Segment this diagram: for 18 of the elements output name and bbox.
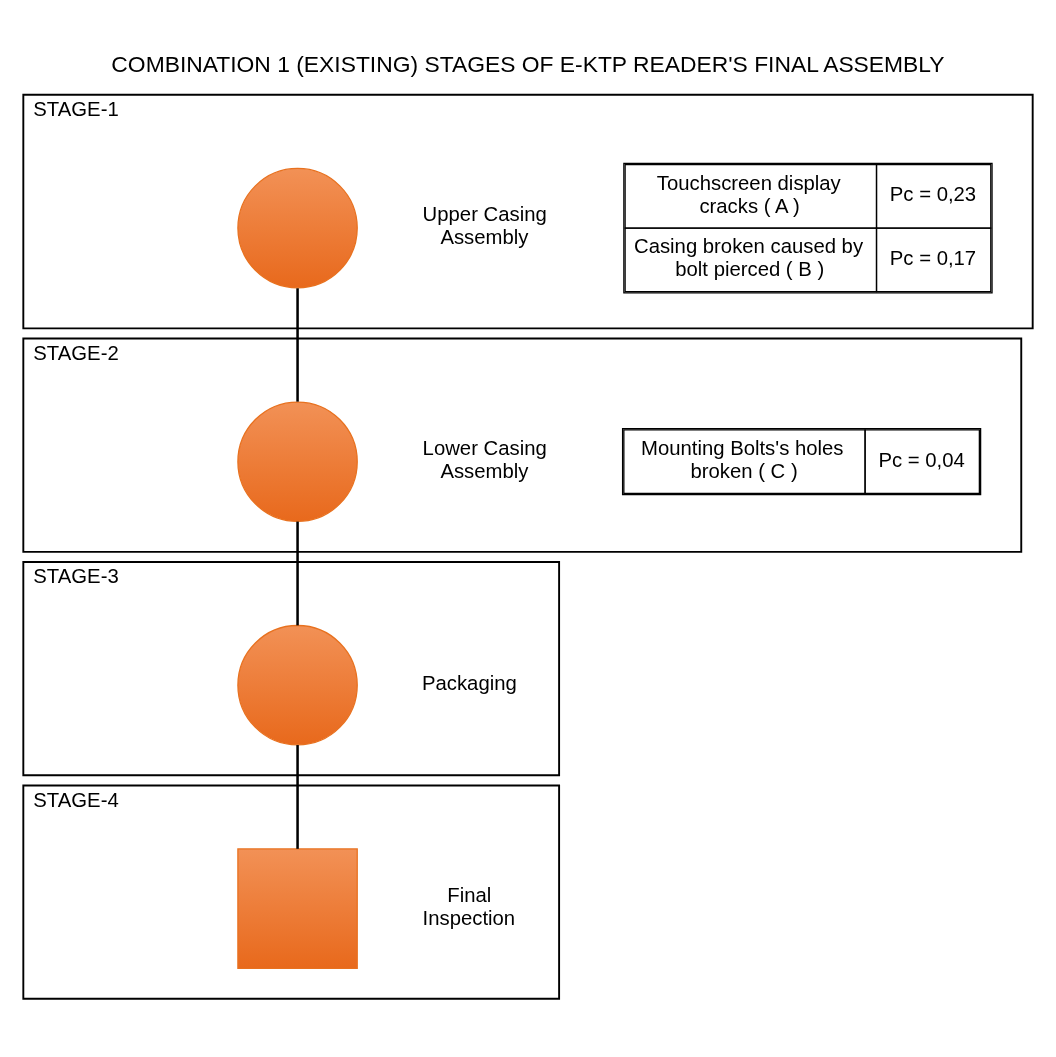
node-circle <box>237 624 358 745</box>
node-label: Lower Casing Assembly <box>422 436 547 482</box>
node-circle <box>237 167 358 288</box>
label: Touchscreen display cracks ( A ) <box>656 171 841 217</box>
node-label: Final Inspection <box>422 883 516 929</box>
label: Pc = 0,04 <box>878 448 965 471</box>
connector <box>296 287 299 402</box>
label: Pc = 0,23 <box>889 182 977 205</box>
node-label: Upper Casing Assembly <box>422 202 547 248</box>
label: Mounting Bolts's holes broken ( C ) <box>641 436 844 482</box>
label: Pc = 0,17 <box>889 246 977 269</box>
diagram-title: COMBINATION 1 (EXISTING) STAGES OF E-KTP READER'S FINAL ASSEMBLY <box>111 50 945 77</box>
connector <box>296 521 299 625</box>
node-label: Packaging <box>421 671 517 694</box>
node-box <box>237 847 358 969</box>
connector <box>296 744 299 849</box>
label: Casing broken caused by bolt pierced ( B ) <box>634 234 864 280</box>
node-circle <box>237 400 358 522</box>
